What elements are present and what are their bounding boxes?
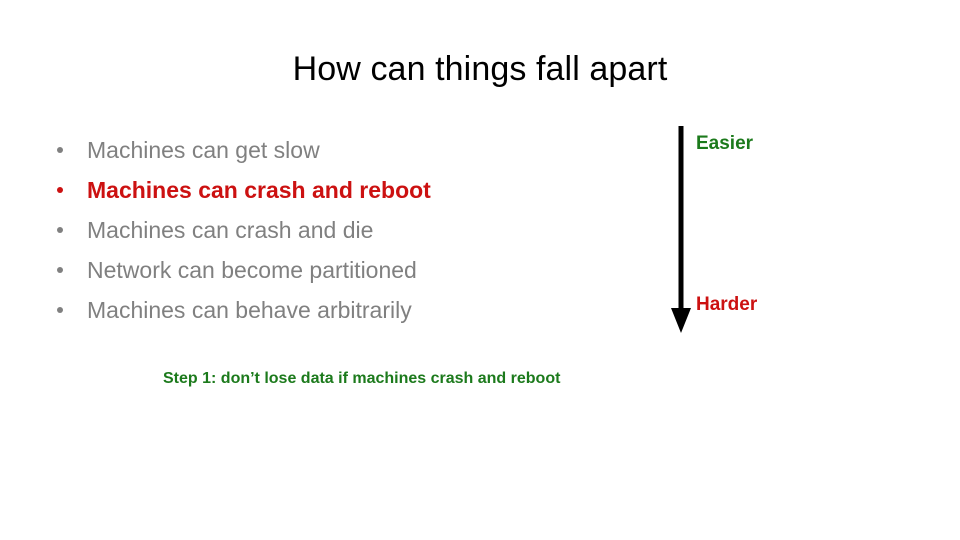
list-item-label: Machines can get slow bbox=[87, 137, 320, 163]
scale-label-easier: Easier bbox=[696, 133, 754, 154]
failure-modes-list: Machines can get slow Machines can crash… bbox=[50, 130, 650, 330]
list-item: Machines can crash and die bbox=[50, 210, 650, 250]
list-item-label: Machines can crash and die bbox=[87, 217, 374, 243]
scale-label-harder: Harder bbox=[696, 294, 758, 315]
bullet-dot-icon bbox=[57, 147, 63, 153]
bullet-dot-icon bbox=[57, 227, 63, 233]
list-item: Machines can get slow bbox=[50, 130, 650, 170]
bullet-dot-icon bbox=[57, 187, 63, 193]
down-arrow-icon bbox=[671, 126, 691, 333]
step-note: Step 1: don’t lose data if machines cras… bbox=[163, 370, 561, 387]
list-item-label: Machines can crash and reboot bbox=[87, 177, 431, 203]
difficulty-scale: Easier Harder bbox=[660, 122, 840, 337]
list-item-label: Network can become partitioned bbox=[87, 257, 417, 283]
bullet-dot-icon bbox=[57, 307, 63, 313]
list-item: Machines can crash and reboot bbox=[50, 170, 650, 210]
slide-title: How can things fall apart bbox=[292, 50, 668, 88]
list-item: Machines can behave arbitrarily bbox=[50, 290, 650, 330]
list-item: Network can become partitioned bbox=[50, 250, 650, 290]
list-item-label: Machines can behave arbitrarily bbox=[87, 297, 412, 323]
bullet-dot-icon bbox=[57, 267, 63, 273]
